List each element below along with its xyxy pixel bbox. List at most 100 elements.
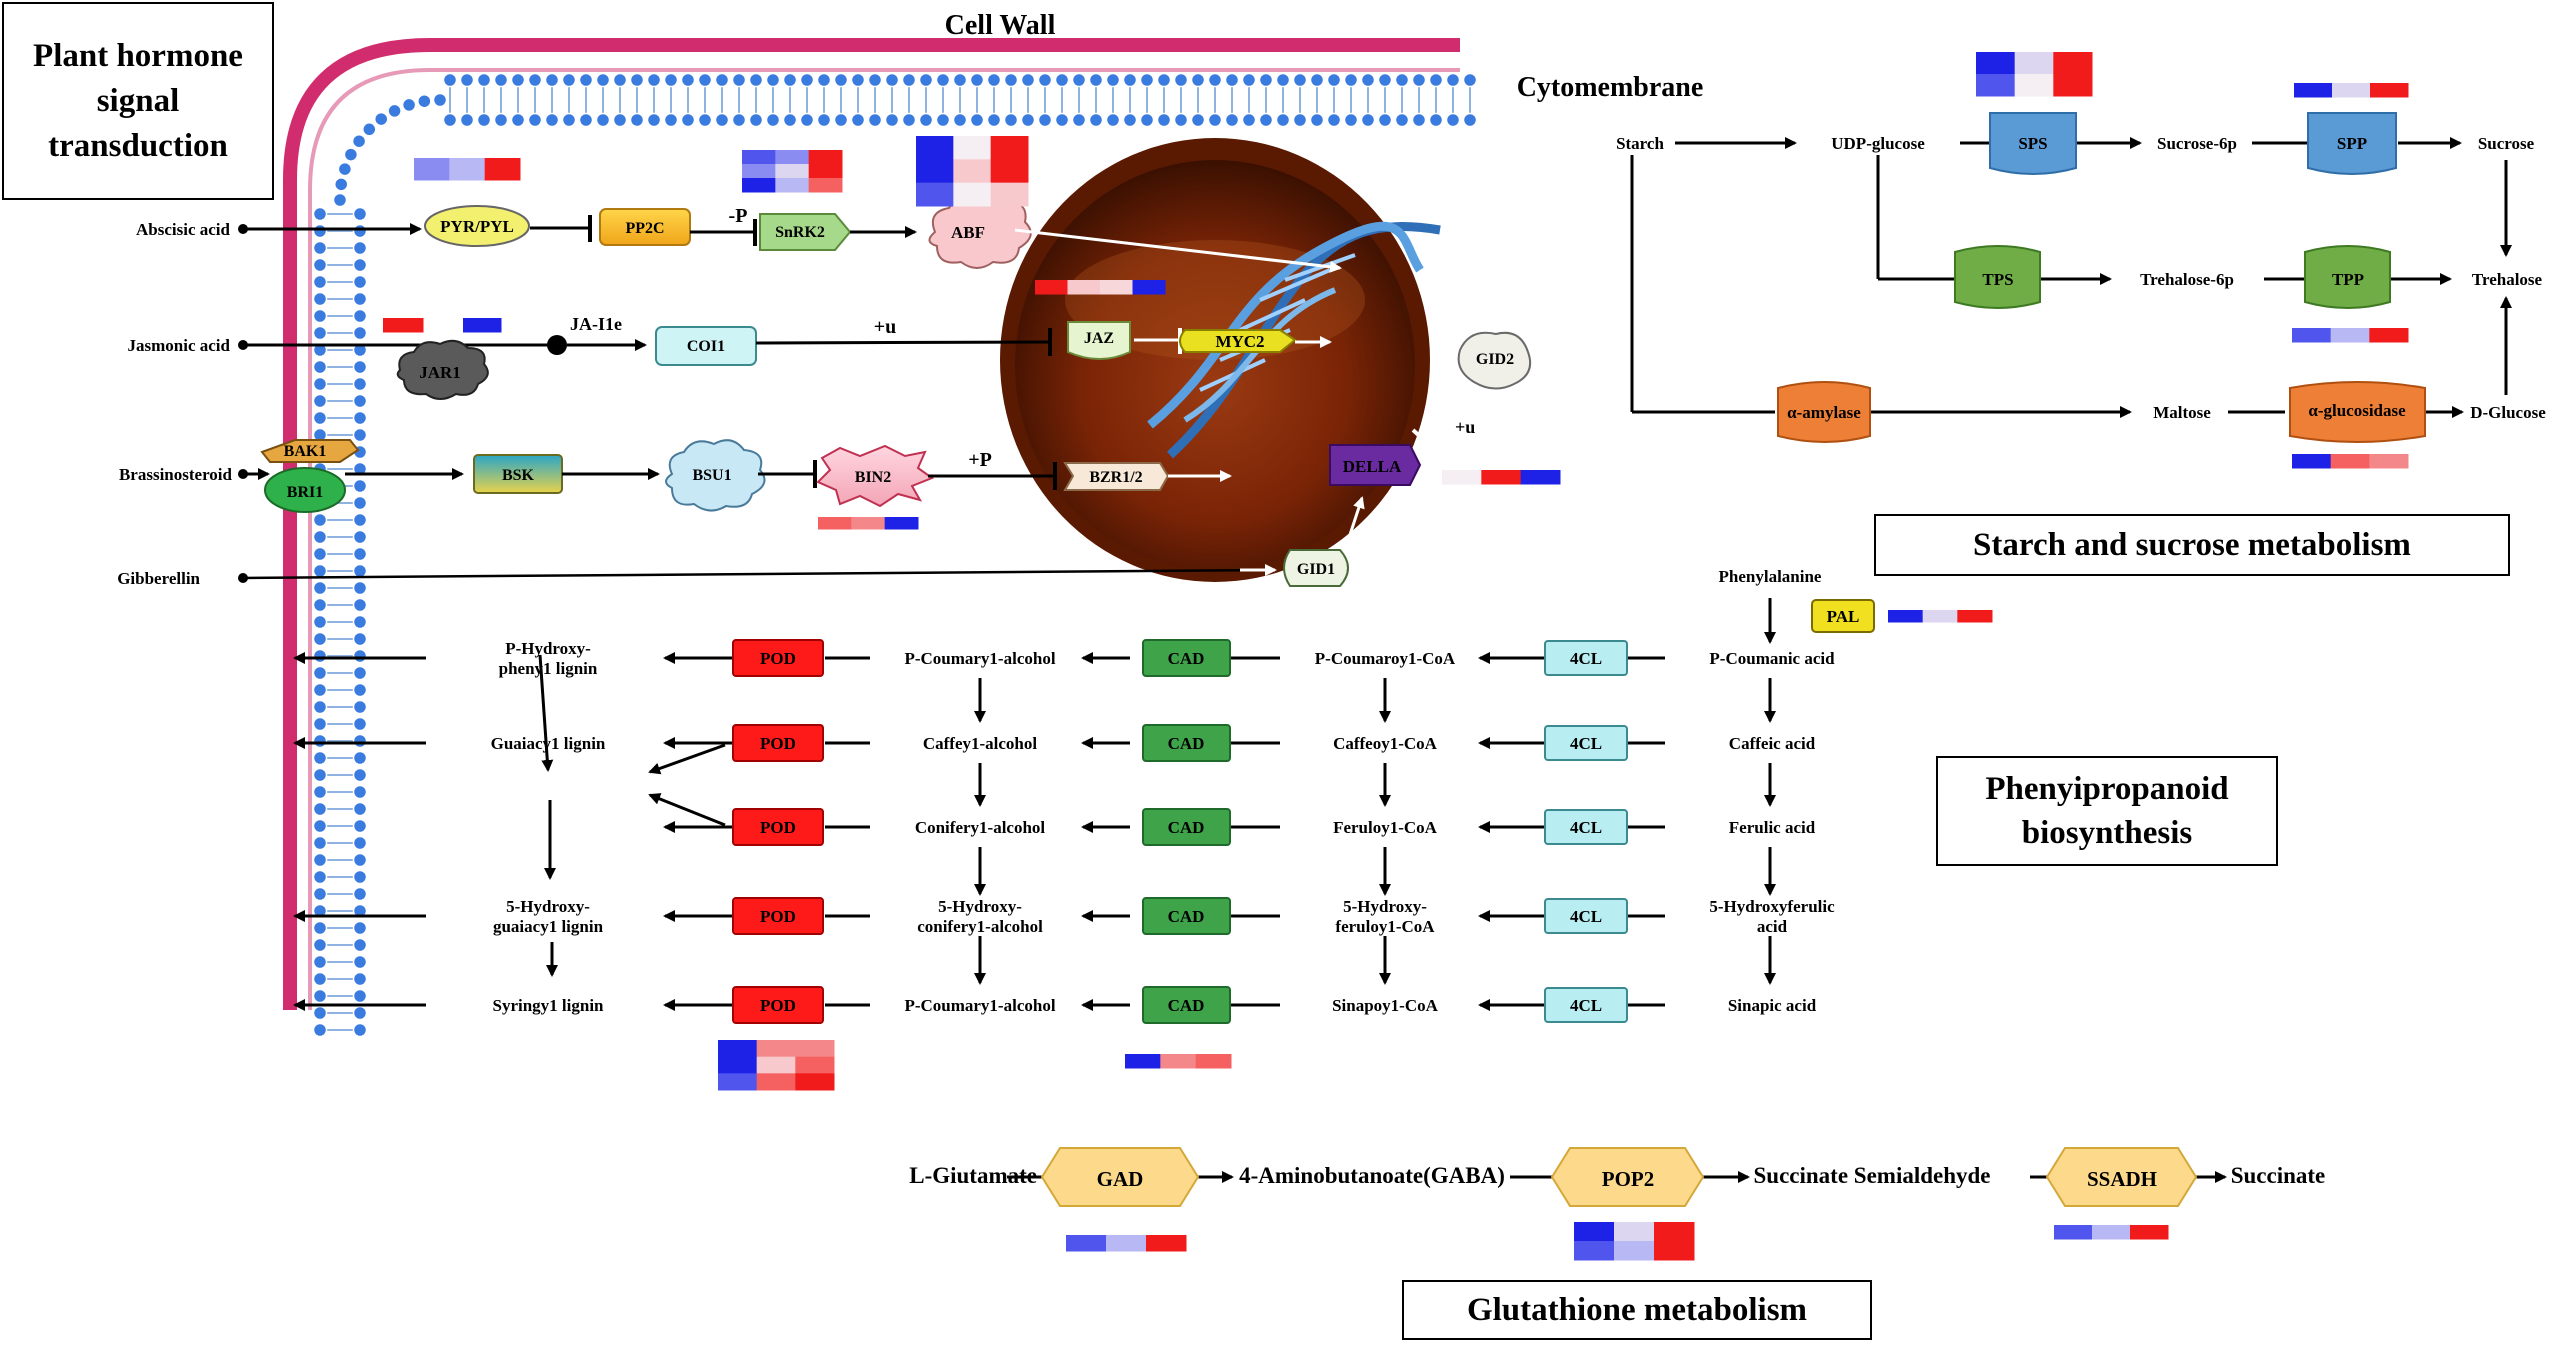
starch-sucrose-title: Starch and sucrose metabolism bbox=[1874, 514, 2510, 576]
lipid-head bbox=[312, 274, 328, 290]
lipid-head bbox=[663, 72, 679, 88]
pod-label: POD bbox=[760, 907, 796, 926]
heatmap-cell bbox=[775, 164, 810, 179]
lipid-head bbox=[352, 257, 368, 273]
lipid-head bbox=[312, 1005, 328, 1021]
cl4-node bbox=[1544, 898, 1628, 934]
alcohol-label: P-Coumary1-alcohol bbox=[904, 996, 1055, 1015]
lipid-head bbox=[1190, 72, 1206, 88]
gid2-label: GID2 bbox=[1476, 351, 1514, 368]
lipid-head bbox=[1054, 72, 1070, 88]
lipid-head bbox=[312, 801, 328, 817]
acid-label: P-Coumanic acid bbox=[1709, 649, 1835, 668]
lipid-head bbox=[352, 767, 368, 783]
lipid-head bbox=[493, 112, 509, 128]
heatmap-cell bbox=[484, 158, 521, 181]
lipid-head bbox=[1292, 72, 1308, 88]
heatmap-cell bbox=[718, 1073, 758, 1091]
lipid-head bbox=[352, 512, 368, 528]
lipid-head bbox=[352, 801, 368, 817]
heatmap-cell bbox=[449, 158, 486, 181]
lipid-head bbox=[1326, 112, 1342, 128]
lipid-head bbox=[312, 325, 328, 341]
heatmap-cell bbox=[414, 158, 450, 181]
lipid-head bbox=[312, 784, 328, 800]
lipid-head bbox=[629, 112, 645, 128]
lipid-head bbox=[352, 563, 368, 579]
pod-label: POD bbox=[760, 996, 796, 1015]
lipid-head bbox=[352, 937, 368, 953]
heatmap-cell bbox=[916, 182, 954, 207]
bri1-node bbox=[264, 467, 346, 513]
lipid-head bbox=[312, 410, 328, 426]
heatmap-cell bbox=[2294, 83, 2333, 98]
lipid-head bbox=[833, 72, 849, 88]
lipid-head bbox=[816, 112, 832, 128]
heatmap-cell bbox=[1481, 470, 1522, 485]
lipid-head bbox=[352, 631, 368, 647]
lipid-head bbox=[312, 682, 328, 698]
lipid-head bbox=[459, 112, 475, 128]
heatmap-cell bbox=[953, 159, 992, 184]
lipid-head bbox=[1054, 112, 1070, 128]
cl4-node bbox=[1544, 987, 1628, 1023]
lipid-head bbox=[312, 954, 328, 970]
cad-label: CAD bbox=[1168, 734, 1205, 753]
bzr-node bbox=[1063, 462, 1170, 491]
ja-ile-label: JA-I1e bbox=[570, 314, 622, 334]
heatmap-cell bbox=[851, 517, 886, 530]
della-label: DELLA bbox=[1343, 457, 1402, 476]
lipid-head bbox=[312, 359, 328, 375]
lipid-head bbox=[629, 72, 645, 88]
gibberellin-label: Gibberellin bbox=[117, 569, 200, 588]
spp-label: SPP bbox=[2337, 134, 2367, 153]
lipid-head bbox=[697, 72, 713, 88]
heatmap-cell bbox=[383, 318, 424, 333]
lipid-head bbox=[748, 112, 764, 128]
lipid-head bbox=[312, 818, 328, 834]
lipid-head bbox=[1037, 72, 1053, 88]
cad-label: CAD bbox=[1168, 818, 1205, 837]
phenylpropanoid-title: Phenyipropanoid biosynthesis bbox=[1936, 756, 2278, 866]
lipid-head bbox=[765, 72, 781, 88]
lipid-head bbox=[352, 988, 368, 1004]
lipid-head bbox=[352, 699, 368, 715]
heatmap-cell bbox=[1957, 610, 1993, 623]
trehalose-label: Trehalose bbox=[2472, 270, 2543, 289]
lipid-head bbox=[1394, 72, 1410, 88]
lipid-head bbox=[312, 257, 328, 273]
bsu1-label: BSU1 bbox=[692, 467, 731, 484]
lipid-head bbox=[799, 112, 815, 128]
lipid-head bbox=[312, 733, 328, 749]
lipid-head bbox=[312, 716, 328, 732]
lipid-head bbox=[352, 291, 368, 307]
maltose-label: Maltose bbox=[2153, 403, 2211, 422]
heatmap-cell bbox=[1888, 610, 1924, 623]
heatmap-cell bbox=[916, 136, 954, 160]
lipid-head bbox=[969, 72, 985, 88]
coa-label: 5-Hydroxy-feruloy1-CoA bbox=[1335, 897, 1435, 936]
lipid-head bbox=[697, 112, 713, 128]
lipid-head bbox=[312, 393, 328, 409]
lipid-head bbox=[935, 72, 951, 88]
glutathione-pathway bbox=[1007, 1147, 2227, 1207]
pod-node bbox=[732, 808, 824, 846]
pod-node bbox=[732, 897, 824, 935]
lipid-head bbox=[312, 869, 328, 885]
starch-label: Starch bbox=[1616, 134, 1664, 153]
heatmap-cell bbox=[2053, 74, 2093, 97]
gad-label: GAD bbox=[1097, 1167, 1144, 1191]
plus-p-label: +P bbox=[968, 449, 992, 471]
lipid-head bbox=[1020, 72, 1036, 88]
lipid-head bbox=[312, 835, 328, 851]
heatmap-cell bbox=[463, 318, 502, 333]
ssadh-label: SSADH bbox=[2087, 1167, 2157, 1191]
lipid-head bbox=[312, 699, 328, 715]
pod-label: POD bbox=[760, 818, 796, 837]
heatmap-cell bbox=[1067, 280, 1101, 295]
lipid-head bbox=[1088, 72, 1104, 88]
heatmap-cell bbox=[1066, 1235, 1107, 1252]
myc2-node bbox=[1179, 329, 1297, 353]
